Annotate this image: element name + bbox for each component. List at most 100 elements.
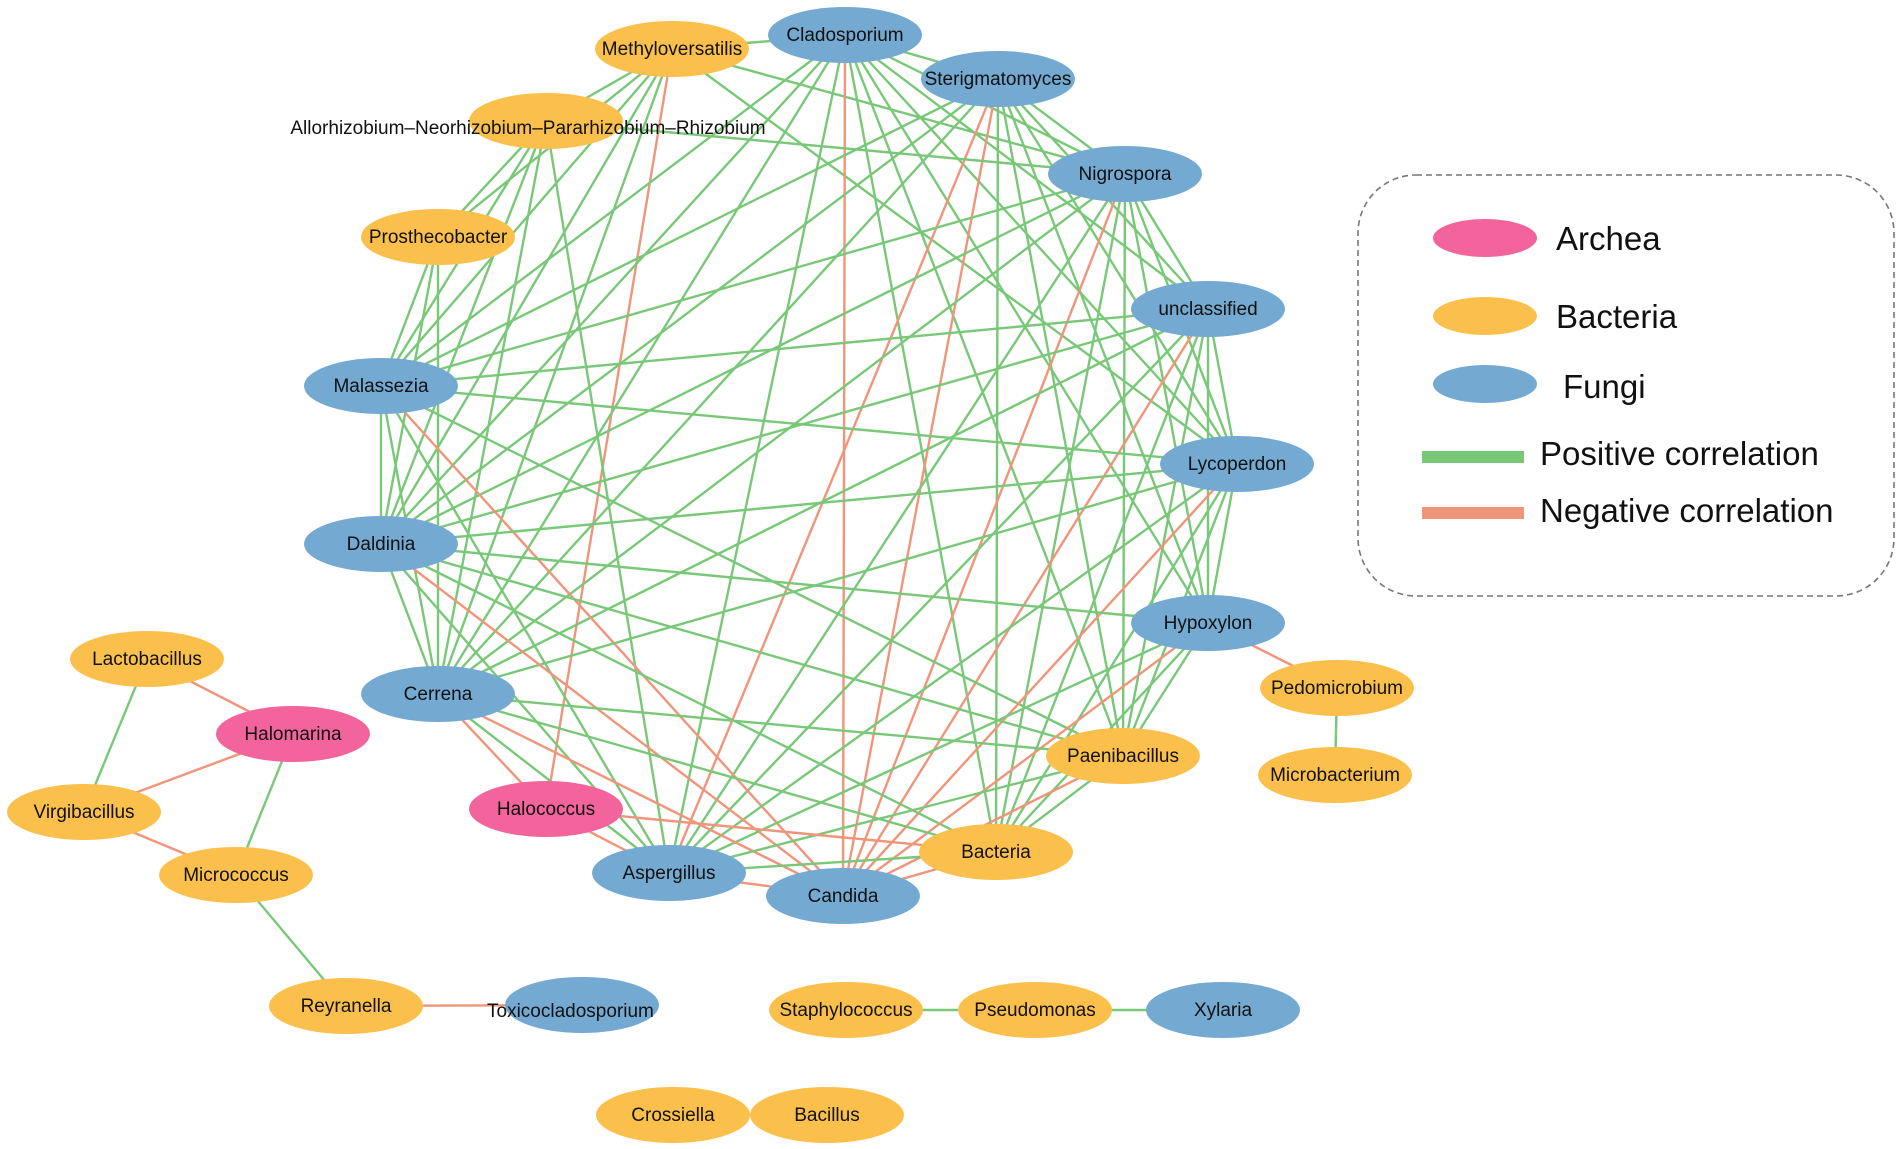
edge-positive-methyloversatilis-cerrena: [436, 48, 674, 695]
node-prosthecobacter: Prosthecobacter: [361, 209, 515, 265]
node-pseudomonas: Pseudomonas: [958, 982, 1112, 1038]
edge-positive-methyloversatilis-lycoperdon: [671, 48, 1238, 465]
node-allorhizobium-ellipse: [469, 93, 623, 149]
edge-positive-cladosporium-hypoxylon: [843, 34, 1210, 624]
node-nigrospora-label: Nigrospora: [1079, 164, 1172, 185]
legend-bacteria-swatch: [1433, 297, 1537, 335]
node-daldinia-ellipse: [304, 516, 458, 572]
node-cerrena: Cerrena: [361, 666, 515, 722]
node-paenibacillus-ellipse: [1046, 728, 1200, 784]
node-staphylococcus-ellipse: [769, 982, 923, 1038]
node-aspergillus: Aspergillus: [592, 845, 746, 901]
edge-negative-sterigmatomyces-aspergillus: [667, 78, 1000, 874]
edge-positive-nigrospora-aspergillus: [667, 173, 1127, 874]
edge-positive-cladosporium-lycoperdon: [844, 34, 1238, 465]
edge-positive-lycoperdon-aspergillus: [668, 463, 1238, 874]
node-virgibacillus-label: Virgibacillus: [33, 802, 134, 823]
edge-positive-paenibacillus-aspergillus: [668, 754, 1124, 875]
node-virgibacillus: Virgibacillus: [7, 784, 161, 840]
edge-positive-cladosporium-bacteria: [843, 34, 998, 853]
node-paenibacillus: Paenibacillus: [1046, 728, 1200, 784]
edge-negative-hypoxylon-candida: [842, 622, 1209, 897]
edge-negative-malassezia-candida: [380, 385, 844, 897]
node-prosthecobacter-ellipse: [361, 209, 515, 265]
edge-positive-nigrospora-hypoxylon: [1123, 173, 1210, 624]
node-methyloversatilis: Methyloversatilis: [595, 21, 749, 77]
node-prosthecobacter-label: Prosthecobacter: [369, 227, 508, 248]
node-malassezia-ellipse: [304, 358, 458, 414]
node-microbacterium-ellipse: [1258, 747, 1412, 803]
node-bacteria: Bacteria: [919, 824, 1073, 880]
node-lactobacillus-ellipse: [70, 631, 224, 687]
node-reyranella-label: Reyranella: [301, 996, 392, 1017]
edge-positive-sterigmatomyces-lycoperdon: [996, 78, 1239, 465]
node-candida: Candida: [766, 868, 920, 924]
legend: Archea Bacteria Fungi Positive correlati…: [1357, 174, 1895, 597]
legend-archea-label: Archea: [1556, 220, 1661, 257]
node-cladosporium: Cladosporium: [768, 7, 922, 63]
node-malassezia: Malassezia: [304, 358, 458, 414]
node-lycoperdon: Lycoperdon: [1160, 436, 1314, 492]
node-pedomicrobium-label: Pedomicrobium: [1271, 678, 1403, 699]
edge-positive-nigrospora-cerrena: [437, 173, 1126, 695]
node-staphylococcus: Staphylococcus: [769, 982, 923, 1038]
node-candida-ellipse: [766, 868, 920, 924]
node-hypoxylon-ellipse: [1131, 595, 1285, 651]
edge-positive-allorhizobium-cerrena: [436, 120, 548, 695]
node-cladosporium-label: Cladosporium: [786, 25, 903, 46]
edge-negative-cerrena-candida: [437, 692, 844, 898]
edge-positive-daldinia-paenibacillus: [380, 542, 1124, 758]
node-toxicocladosporium: Toxicocladosporium: [487, 977, 659, 1033]
node-bacillus-ellipse: [750, 1087, 904, 1143]
node-xylaria-label: Xylaria: [1194, 1000, 1253, 1021]
legend-positive-label: Positive correlation: [1540, 435, 1819, 472]
edge-positive-allorhizobium-daldinia: [379, 120, 548, 545]
node-reyranella: Reyranella: [269, 978, 423, 1034]
edge-positive-methyloversatilis-nigrospora: [671, 47, 1126, 176]
node-hypoxylon: Hypoxylon: [1131, 595, 1285, 651]
legend-archea-swatch: [1433, 219, 1537, 257]
node-halomarina-ellipse: [216, 706, 370, 762]
node-staphylococcus-label: Staphylococcus: [779, 1000, 912, 1021]
node-micrococcus-label: Micrococcus: [183, 865, 289, 886]
node-lactobacillus: Lactobacillus: [70, 631, 224, 687]
legend-fungi-label: Fungi: [1563, 368, 1646, 405]
edge-positive-cladosporium-malassezia: [380, 34, 846, 387]
node-candida-label: Candida: [808, 886, 879, 907]
node-pseudomonas-label: Pseudomonas: [974, 1000, 1095, 1021]
node-pedomicrobium: Pedomicrobium: [1260, 660, 1414, 716]
legend-box: [1357, 174, 1895, 597]
node-bacillus-label: Bacillus: [794, 1105, 859, 1126]
edge-positive-daldinia-bacteria: [380, 542, 997, 854]
node-lycoperdon-label: Lycoperdon: [1188, 454, 1287, 475]
edge-positive-sterigmatomyces-hypoxylon: [996, 78, 1210, 624]
node-pseudomonas-ellipse: [958, 982, 1112, 1038]
node-bacteria-label: Bacteria: [961, 842, 1031, 863]
edge-positive-unclassified-malassezia: [380, 307, 1209, 388]
edges-layer: [82, 33, 1339, 1117]
node-cerrena-ellipse: [361, 666, 515, 722]
node-nigrospora-ellipse: [1048, 146, 1202, 202]
node-methyloversatilis-ellipse: [595, 21, 749, 77]
node-allorhizobium-label: Allorhizobium–Neorhizobium–Pararhizobium…: [290, 118, 765, 139]
edge-positive-unclassified-bacteria: [994, 308, 1210, 853]
node-sterigmatomyces: Sterigmatomyces: [921, 51, 1075, 107]
edge-positive-cladosporium-unclassified: [844, 34, 1209, 310]
edge-positive-sterigmatomyces-cerrena: [437, 78, 999, 695]
edge-positive-cladosporium-cerrena: [436, 34, 847, 695]
edge-positive-sterigmatomyces-bacteria: [994, 78, 1000, 853]
node-xylaria-ellipse: [1146, 982, 1300, 1038]
edge-positive-unclassified-daldinia: [380, 307, 1209, 546]
edge-positive-allorhizobium-aspergillus: [544, 120, 671, 874]
node-lycoperdon-ellipse: [1160, 436, 1314, 492]
node-halomarina-label: Halomarina: [244, 724, 342, 745]
edge-positive-sterigmatomyces-daldinia: [380, 78, 999, 545]
node-daldinia-label: Daldinia: [347, 534, 416, 555]
legend-fungi-swatch: [1433, 365, 1537, 403]
node-unclassified-label: unclassified: [1158, 299, 1257, 320]
edge-positive-daldinia-aspergillus: [380, 543, 670, 874]
node-sterigmatomyces-label: Sterigmatomyces: [925, 69, 1072, 90]
node-methyloversatilis-label: Methyloversatilis: [602, 39, 742, 60]
edge-positive-nigrospora-malassezia: [380, 172, 1126, 388]
